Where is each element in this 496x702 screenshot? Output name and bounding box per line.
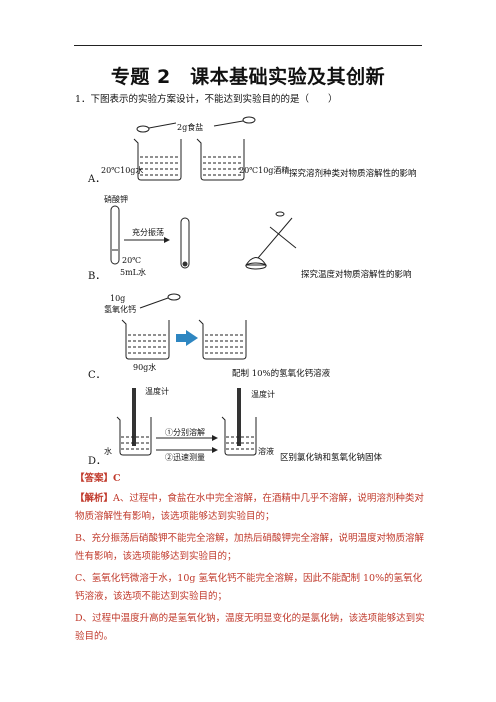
- label-solution: 溶液: [258, 447, 274, 456]
- analysis-a-text: A、过程中，食盐在水中完全溶解，在酒精中几乎不溶解，说明溶剂种类对物质溶解性有影…: [75, 493, 424, 522]
- option-c-letter: C．: [88, 370, 106, 381]
- label-alcohol-10g: 20℃10g酒精: [239, 166, 290, 175]
- analysis-d: D、过程中温度升高的是氢氧化钠，温度无明显变化的是氯化钠，该选项能够达到实验目的…: [75, 613, 425, 642]
- label-salt: 2g食盐: [177, 123, 204, 132]
- page-title: 专题 2 课本基础实验及其创新: [110, 66, 386, 88]
- option-c-caption: 配制 10%的氢氧化钙溶液: [232, 369, 331, 379]
- label-thermometer-right: 温度计: [251, 390, 275, 399]
- analysis-a: 【解析】A、过程中，食盐在水中完全溶解，在酒精中几乎不溶解，说明溶剂种类对物质溶…: [75, 490, 425, 526]
- label-calcium-hydroxide: 氢氧化钙: [104, 305, 136, 314]
- option-a-letter: A．: [88, 174, 106, 185]
- label-step2: ②迅速测量: [165, 453, 205, 462]
- label-5ml-water: 5mL水: [120, 268, 146, 277]
- label-potassium-nitrate: 硝酸钾: [104, 195, 128, 204]
- option-b-caption: 探究温度对物质溶解性的影响: [301, 270, 412, 280]
- label-10g: 10g: [110, 294, 126, 303]
- analysis-c: C、氢氧化钙微溶于水，10g 氢氧化钙不能完全溶解，因此不能配制 10%的氢氧化…: [75, 573, 423, 602]
- question-stem: 1．下图表示的实验方案设计，不能达到实验目的的是（ ）: [75, 94, 338, 105]
- analysis-b: B、充分振荡后硝酸钾不能完全溶解，加热后硝酸钾完全溶解，说明温度对物质溶解性有影…: [75, 533, 424, 562]
- option-d-letter: D．: [88, 456, 107, 467]
- label-step1: ①分别溶解: [165, 428, 205, 437]
- analysis-heading: 【解析】: [75, 493, 114, 504]
- header-rule: [74, 45, 422, 46]
- label-water-d: 水: [104, 447, 112, 456]
- option-a-caption: 探究溶剂种类对物质溶解性的影响: [289, 169, 417, 179]
- label-shake: 充分振荡: [132, 228, 164, 237]
- label-thermometer-left: 温度计: [145, 387, 169, 396]
- label-20c: 20℃: [122, 256, 142, 265]
- label-90g-water: 90g水: [133, 363, 157, 372]
- answer-line: 【答案】C: [75, 473, 121, 484]
- label-water-10g: 20℃10g水: [101, 166, 144, 175]
- option-d-caption: 区别氯化钠和氢氧化钠固体: [280, 453, 383, 463]
- option-b-letter: B．: [88, 271, 106, 282]
